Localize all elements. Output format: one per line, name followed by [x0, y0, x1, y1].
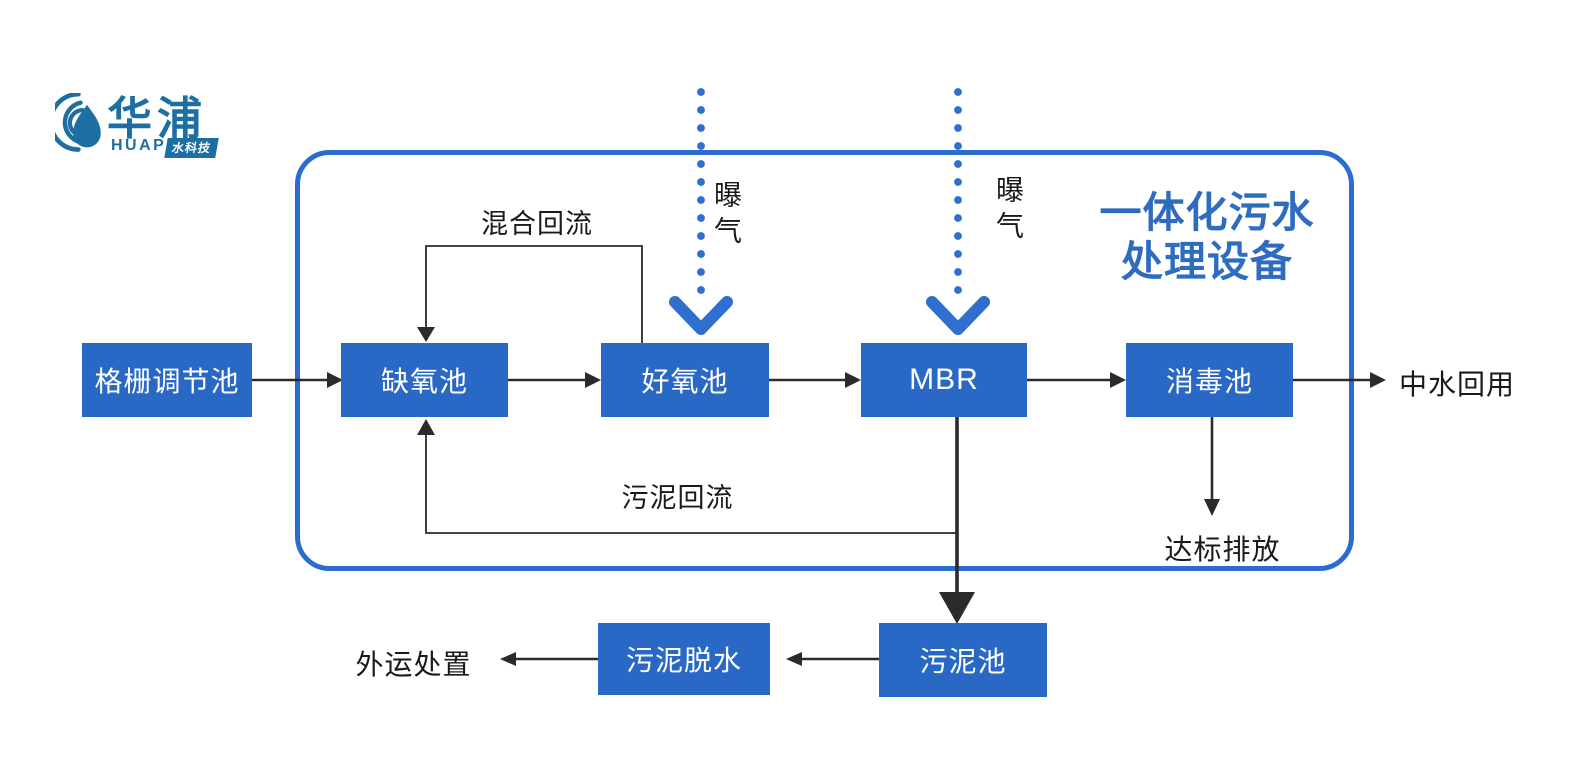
logo-company-name: 华浦: [107, 93, 208, 144]
arrow-mbr-to-disinfection: [1027, 372, 1126, 388]
node-anoxic-tank: 缺氧池: [341, 343, 508, 417]
label-reclaimed-water: 中水回用: [1399, 369, 1516, 400]
label-mixed-reflux: 混合回流: [481, 209, 593, 239]
arrow-grid-to-anoxic: [252, 372, 343, 388]
arrow-sludgetank-to-dewatering: [786, 652, 879, 666]
arrow-disinfection-to-reclaimed: [1293, 372, 1386, 388]
node-disinfection-tank: 消毒池: [1126, 343, 1293, 417]
diagram-title-line1: 一体化污水: [1099, 191, 1315, 237]
node-grid-adjustment-tank: 格栅调节池: [82, 343, 252, 417]
node-sludge-dewatering: 污泥脱水: [598, 623, 770, 695]
node-mbr: MBR: [861, 343, 1027, 417]
node-sludge-tank: 污泥池: [879, 623, 1047, 697]
label-standard-discharge: 达标排放: [1164, 534, 1281, 565]
logo-tagline-badge: 水科技: [164, 138, 219, 158]
label-sludge-reflux: 污泥回流: [621, 483, 734, 513]
aeration-dotted-arrow-icon-2: [926, 88, 990, 335]
label-external-disposal: 外运处置: [355, 649, 472, 680]
arrow-disinfection-to-discharge: [1204, 417, 1220, 516]
water-drop-logo-icon: [55, 93, 101, 152]
label-aeration-2: 曝气: [993, 175, 1024, 247]
arrow-aerobic-to-mbr: [769, 372, 861, 388]
arrow-mbr-to-sludgetank: [939, 417, 975, 624]
label-aeration-1: 曝气: [711, 180, 742, 252]
arrow-anoxic-to-aerobic: [508, 372, 601, 388]
diagram-title-line2: 处理设备: [1120, 240, 1293, 286]
logo-company-name-en: HUAPU: [111, 137, 181, 154]
arrow-dewatering-to-disposal: [500, 652, 598, 666]
arrow-mixed-reflux: [417, 245, 643, 343]
company-logo: 华浦 HUAPU 水科技: [55, 83, 230, 161]
node-aerobic-tank: 好氧池: [601, 343, 769, 417]
diagram-title: 一体化污水 处理设备: [1075, 190, 1339, 288]
